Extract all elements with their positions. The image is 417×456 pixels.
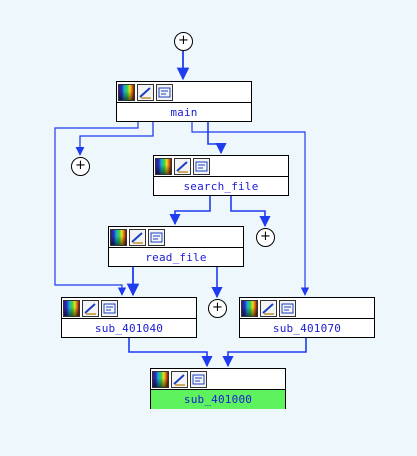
- color-palette-icon[interactable]: [241, 299, 258, 317]
- collapsed-node-top[interactable]: +: [174, 32, 193, 51]
- node-label-main: main: [170, 106, 198, 119]
- node-label-sub-401040: sub_401040: [94, 322, 164, 335]
- edge-main-to-sub-401040: [54, 122, 139, 296]
- group-icon[interactable]: [190, 370, 207, 388]
- group-icon[interactable]: [148, 228, 165, 246]
- node-main[interactable]: main: [116, 81, 252, 122]
- node-label-search-file: search_file: [183, 180, 259, 193]
- collapsed-node-search[interactable]: +: [256, 228, 275, 247]
- group-icon[interactable]: [156, 83, 173, 101]
- rename-icon[interactable]: [82, 299, 99, 317]
- node-toolbar: [240, 298, 374, 319]
- node-sub-401000[interactable]: sub_401000: [150, 368, 286, 409]
- edge-sub-401070-to-sub-401000: [222, 338, 307, 368]
- collapsed-node-read[interactable]: +: [208, 299, 227, 318]
- node-toolbar: [62, 298, 196, 319]
- rename-icon[interactable]: [171, 370, 188, 388]
- node-read-file[interactable]: read_file: [108, 226, 244, 267]
- edge-main-to-left: [75, 122, 154, 156]
- node-toolbar: [151, 369, 285, 390]
- color-palette-icon[interactable]: [155, 157, 172, 175]
- edge-search-file-to-read-file: [169, 196, 211, 226]
- group-icon[interactable]: [279, 299, 296, 317]
- node-label-sub-401000: sub_401000: [151, 390, 285, 409]
- rename-icon[interactable]: [137, 83, 154, 101]
- color-palette-icon[interactable]: [152, 370, 169, 388]
- node-label-sub-401070: sub_401070: [272, 322, 342, 335]
- node-toolbar: [117, 82, 251, 103]
- node-toolbar: [109, 227, 243, 248]
- node-sub-401040[interactable]: sub_401040: [61, 297, 197, 338]
- node-search-file[interactable]: search_file: [153, 155, 289, 196]
- edge-main-to-search-file: [207, 122, 227, 155]
- group-icon[interactable]: [101, 299, 118, 317]
- edge-search-file-to-plus: [230, 196, 271, 228]
- rename-icon[interactable]: [129, 228, 146, 246]
- rename-icon[interactable]: [260, 299, 277, 317]
- node-toolbar: [154, 156, 288, 177]
- edge-sub-401040-to-sub-401000: [128, 338, 213, 368]
- edge-main-to-sub-401070: [191, 122, 310, 296]
- rename-icon[interactable]: [174, 157, 191, 175]
- color-palette-icon[interactable]: [63, 299, 80, 317]
- color-palette-icon[interactable]: [110, 228, 127, 246]
- node-label-read-file: read_file: [145, 251, 207, 264]
- group-icon[interactable]: [193, 157, 210, 175]
- color-palette-icon[interactable]: [118, 83, 135, 101]
- node-sub-401070[interactable]: sub_401070: [239, 297, 375, 338]
- collapsed-node-left[interactable]: +: [71, 157, 90, 176]
